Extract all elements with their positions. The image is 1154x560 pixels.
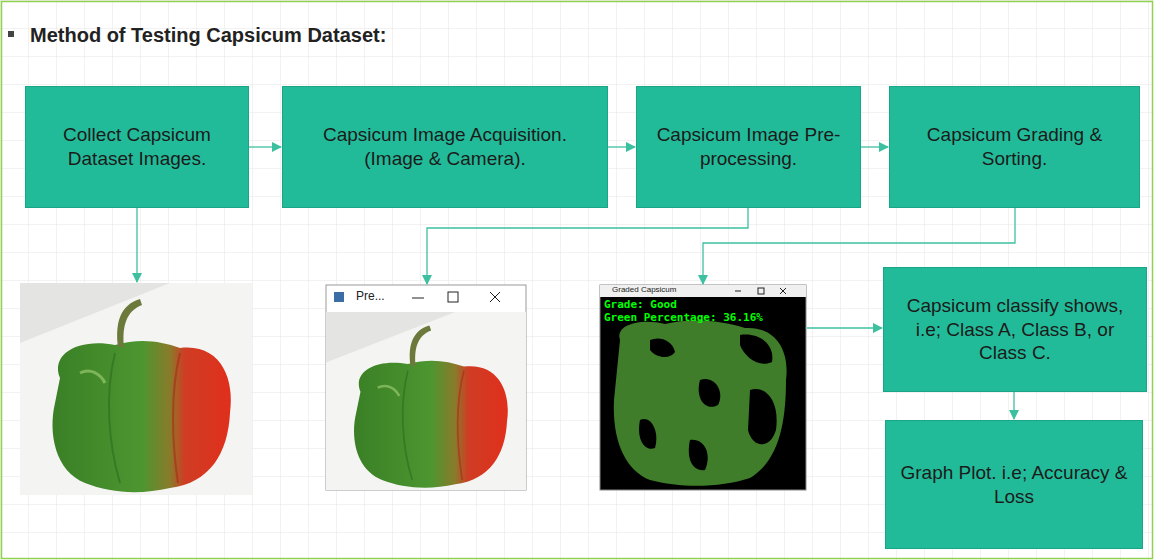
box-text: Capsicum Image Acquisition. (Image & Cam… [295,123,595,171]
flow-arrow [1013,392,1014,419]
window-title: Pre... [356,290,385,303]
process-box: Capsicum Image Pre-processing. [636,86,861,208]
window-title: Graded Capsicum [612,286,676,295]
box-text: Capsicum Image Pre-processing. [649,123,848,171]
process-box: Capsicum Grading & Sorting. [889,86,1140,208]
flow-arrow [861,146,888,147]
diagram-title: Method of Testing Capsicum Dataset: [30,24,386,47]
box-text: Capsicum Grading & Sorting. [902,123,1127,171]
process-box: Capsicum classify shows, i.e; Class A, C… [883,267,1147,392]
box-text: Graph Plot. i.e; Accuracy & Loss [898,461,1130,509]
box-text: Capsicum classify shows, i.e; Class A, C… [896,294,1134,365]
overlay-text: Green Percentage: 36.16% [604,312,763,324]
process-box: Collect Capsicum Dataset Images. [25,86,249,208]
flow-arrow [608,146,635,147]
process-box: Capsicum Image Acquisition. (Image & Cam… [282,86,608,208]
overlay-text: Grade: Good [604,299,677,311]
box-text: Collect Capsicum Dataset Images. [38,123,236,171]
process-box: Graph Plot. i.e; Accuracy & Loss [885,420,1143,549]
flow-arrow [249,146,281,147]
